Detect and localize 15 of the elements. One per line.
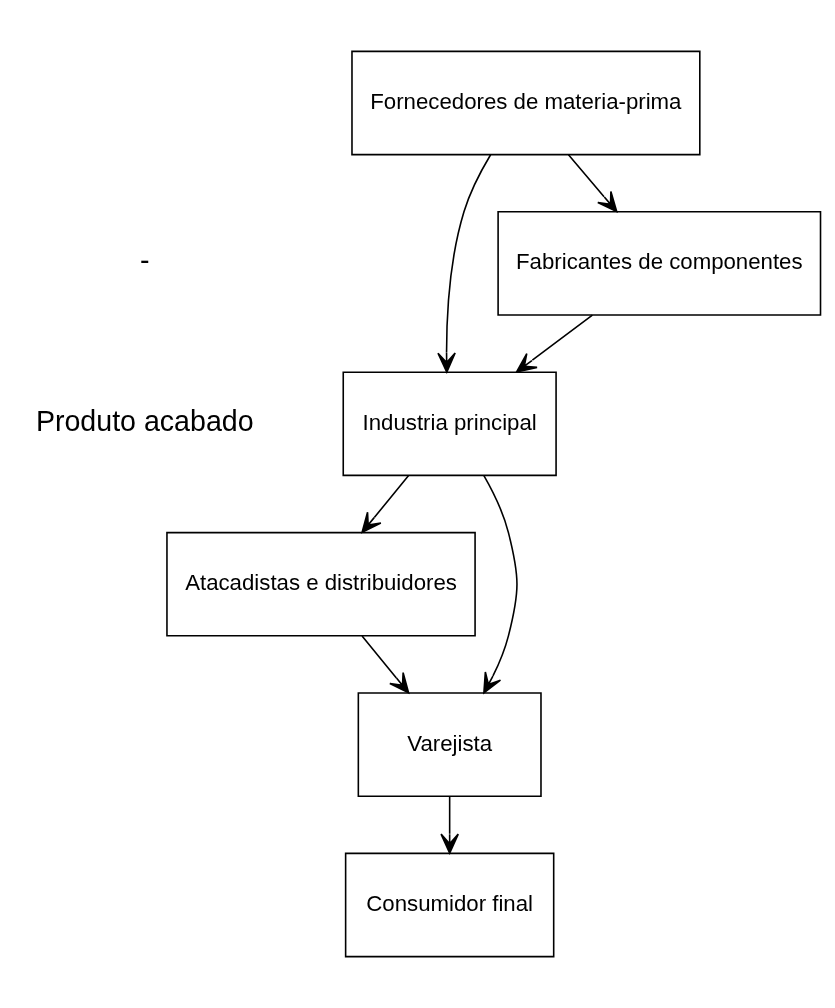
label: - (139, 244, 150, 277)
arrow (437, 153, 492, 373)
label: Produto acabado (35, 404, 254, 437)
arrow (567, 153, 618, 213)
node-box: Varejista (357, 692, 542, 798)
node-box: Fabricantes de componentes (497, 210, 822, 316)
node-box: Fornecedores de materia-prima (351, 50, 701, 156)
arrow (440, 795, 460, 854)
arrow (515, 314, 594, 373)
arrow (361, 474, 410, 534)
node-box: Atacadistas e distribuidores (166, 531, 476, 637)
node-box: Consumidor final (344, 852, 555, 958)
arrow (361, 635, 410, 694)
node-box: Industria principal (342, 371, 557, 477)
arrow (483, 474, 518, 694)
